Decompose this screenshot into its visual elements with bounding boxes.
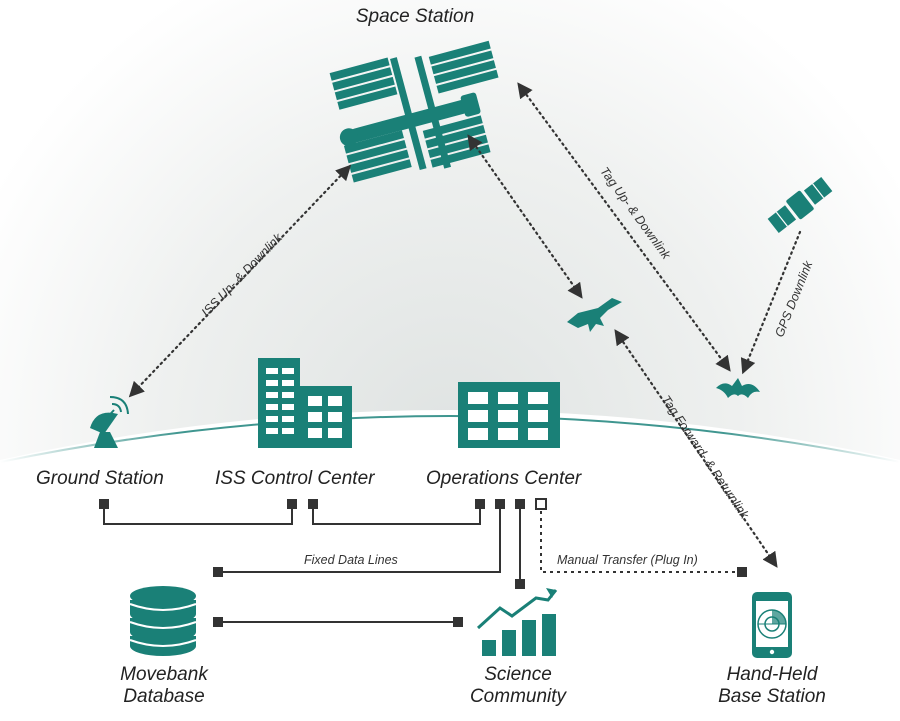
handheld-base-station-label: Hand-Held Base Station bbox=[702, 664, 842, 708]
satellite-dish-icon bbox=[90, 396, 129, 448]
iss-link bbox=[128, 164, 352, 398]
tag-forward-link bbox=[614, 329, 778, 568]
iss-control-center-label: ISS Control Center bbox=[215, 468, 375, 489]
movebank-line-2: Database bbox=[123, 685, 205, 707]
handheld-line-1: Hand-Held bbox=[726, 664, 818, 685]
satellite-icon bbox=[767, 176, 833, 234]
space-station-icon bbox=[329, 40, 499, 183]
smartphone-icon bbox=[752, 592, 792, 658]
science-line-1: Science bbox=[484, 664, 552, 685]
movebank-line-1: Movebank bbox=[120, 664, 208, 685]
ground-station-label: Ground Station bbox=[36, 468, 164, 489]
connector-terminals bbox=[99, 498, 747, 627]
wired-links bbox=[103, 504, 742, 623]
space-station-label: Space Station bbox=[355, 6, 475, 27]
bar-chart-icon bbox=[476, 588, 558, 656]
science-community-label: Science Community bbox=[455, 664, 581, 708]
science-line-2: Community bbox=[469, 685, 567, 707]
operations-center-label: Operations Center bbox=[426, 468, 582, 489]
database-icon bbox=[129, 586, 197, 656]
radio-links bbox=[128, 82, 802, 568]
building-icon bbox=[458, 382, 560, 448]
handheld-line-2: Base Station bbox=[718, 685, 826, 707]
fixed-data-lines-label: Fixed Data Lines bbox=[304, 553, 398, 567]
tag-updown-link bbox=[517, 82, 731, 372]
movebank-label: Movebank Database bbox=[100, 664, 228, 708]
manual-transfer-label: Manual Transfer (Plug In) bbox=[557, 553, 698, 567]
